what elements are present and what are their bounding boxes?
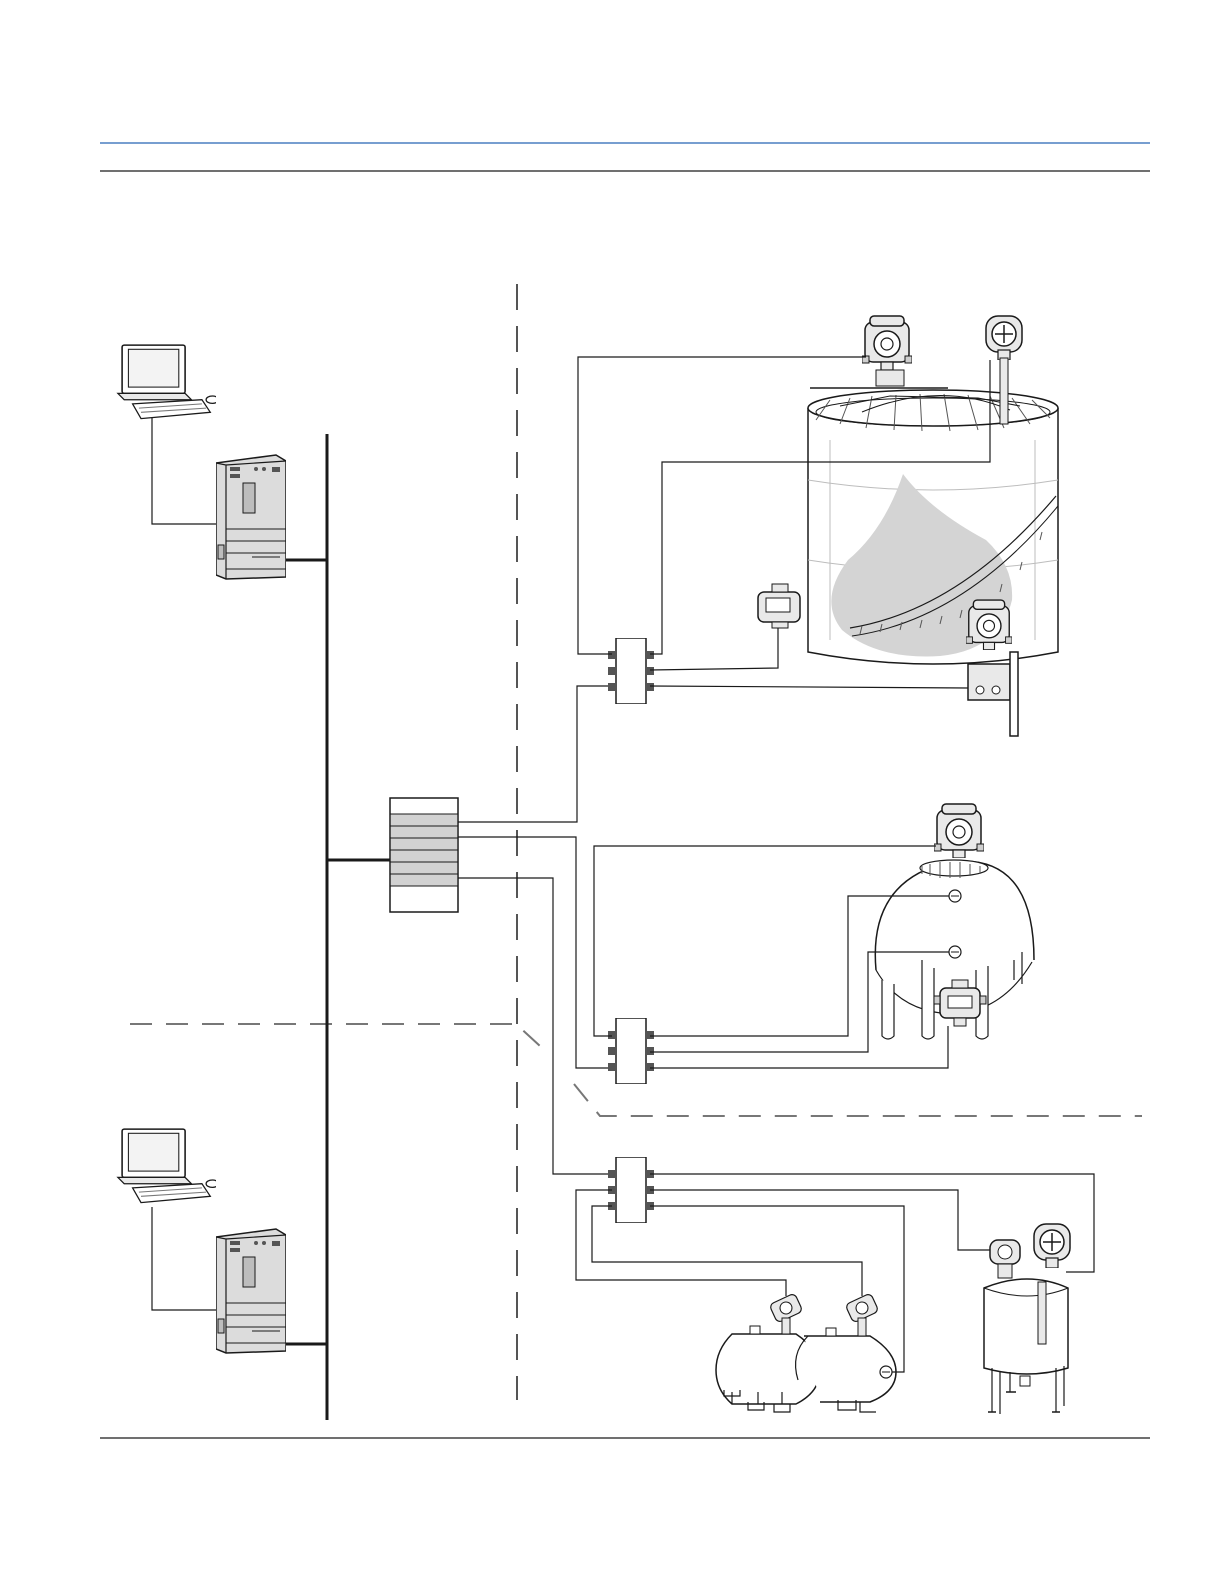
spur-cable xyxy=(650,628,778,670)
spur-cable xyxy=(650,1026,948,1068)
radar-level-gauge-icon xyxy=(862,316,912,370)
tower-server-icon xyxy=(216,455,286,579)
field-display-icon xyxy=(758,584,800,628)
desktop-computer-icon xyxy=(118,345,219,419)
vertical-vessel-icon xyxy=(984,1279,1068,1414)
floating-roof-tank-icon xyxy=(808,390,1058,664)
pressure-transmitter-icon xyxy=(966,600,1012,650)
horizontal-tank-pair-icon xyxy=(716,1293,896,1412)
workstation-cable-bottom xyxy=(152,1207,222,1310)
fieldbus-interface-module-icon xyxy=(390,798,458,912)
spur-cable xyxy=(650,686,968,688)
tower-server-icon xyxy=(216,1229,286,1353)
pressure-transmitter-icon xyxy=(990,1240,1020,1278)
spur-cable xyxy=(650,1174,1094,1272)
workstation-cable-top xyxy=(152,418,222,524)
spur-cable xyxy=(650,1190,990,1250)
desktop-computer-icon xyxy=(118,1129,219,1203)
trunk-cable-3 xyxy=(458,878,612,1174)
temperature-transmitter-icon xyxy=(1034,1224,1070,1268)
zone-divider-right xyxy=(574,1084,1142,1116)
junction-box-icon xyxy=(608,1018,654,1084)
temperature-transmitter-icon xyxy=(986,316,1022,360)
junction-box-icon xyxy=(608,1157,654,1223)
trunk-cable-1 xyxy=(458,686,612,822)
radar-level-gauge-icon xyxy=(934,804,984,858)
trunk-cable-2 xyxy=(458,837,612,1068)
junction-box-icon xyxy=(608,638,654,704)
zone-divider-lower xyxy=(130,1024,540,1046)
